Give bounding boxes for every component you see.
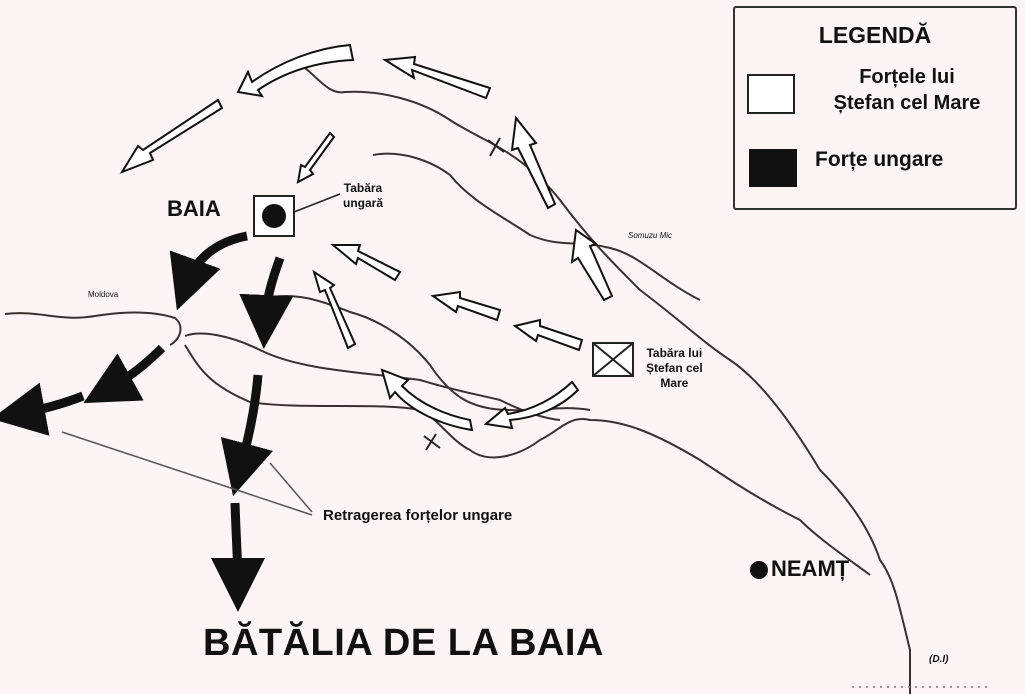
- map-title: BĂTĂLIA DE LA BAIA: [203, 622, 604, 664]
- black-arrow: [220, 374, 274, 497]
- river-main-east: [304, 67, 911, 694]
- legend-stefan-line1: Forțele lui: [859, 66, 955, 88]
- river-somuzu-label: Somuzu Mic: [628, 231, 673, 240]
- black-arrow: [83, 344, 166, 404]
- river-middle: [259, 294, 591, 412]
- legend-stefan-label: Forțele lui Ștefan cel Mare: [807, 64, 1007, 116]
- stefan-camp-line1: Tabăra lui: [646, 346, 703, 360]
- white-arrow: [430, 290, 502, 322]
- river-branch-lower: [184, 344, 871, 576]
- legend: LEGENDĂ Forțele lui Ștefan cel Mare Forț…: [733, 6, 1017, 210]
- stefan-camp-line3: Mare: [660, 376, 689, 390]
- stefan-forces-swatch: [747, 74, 795, 114]
- black-arrow: [210, 502, 265, 612]
- black-arrow: [0, 382, 85, 436]
- annotation-pointers: [61, 431, 313, 516]
- white-arrow: [119, 98, 224, 175]
- white-arrow: [236, 43, 355, 98]
- stefan-camp-icon: [592, 342, 634, 377]
- stefan-forces-arrows: [119, 43, 614, 432]
- white-arrow: [510, 115, 557, 210]
- white-arrow: [570, 228, 614, 302]
- place-baia: BAIA: [167, 196, 221, 221]
- hungarian-forces-swatch: [749, 149, 797, 187]
- black-arrow: [239, 256, 294, 349]
- white-arrow: [483, 380, 580, 430]
- white-arrow: [512, 318, 584, 352]
- neamt-city-icon: [750, 561, 768, 579]
- white-arrow: [312, 269, 357, 350]
- stefan-camp-label: Tabăra lui Ștefan cel Mare: [646, 346, 703, 391]
- white-arrow: [330, 244, 402, 282]
- stefan-camp-line2: Ștefan cel: [646, 361, 703, 375]
- legend-title: LEGENDĂ: [818, 22, 932, 48]
- legend-hungarian-label: Forțe ungare: [815, 148, 944, 171]
- place-neamt: NEAMȚ: [771, 556, 850, 581]
- hungarian-camp-label: Tabăra ungară: [343, 181, 383, 211]
- river-somuzu: [372, 152, 701, 301]
- river-moldova-label: Moldova: [88, 290, 119, 299]
- hungarian-camp-line1: Tabăra: [343, 181, 383, 195]
- crossed-swords-icon: [487, 137, 505, 157]
- black-arrow: [169, 231, 248, 311]
- hungarian-camp-line2: ungară: [343, 196, 384, 210]
- credit-label: (D.I): [929, 654, 949, 665]
- battle-markers: [423, 137, 505, 451]
- retreat-annotation: Retragerea forțelor ungare: [323, 507, 513, 524]
- white-arrow: [380, 368, 474, 432]
- white-arrow: [296, 131, 336, 184]
- crossed-swords-icon: [423, 433, 441, 451]
- white-arrow: [381, 55, 492, 100]
- river-moldova-north: [4, 311, 182, 346]
- hungarian-camp-icon: [253, 193, 341, 237]
- hungarian-forces-arrows: [0, 231, 294, 612]
- legend-stefan-line2: Ștefan cel Mare: [833, 92, 981, 114]
